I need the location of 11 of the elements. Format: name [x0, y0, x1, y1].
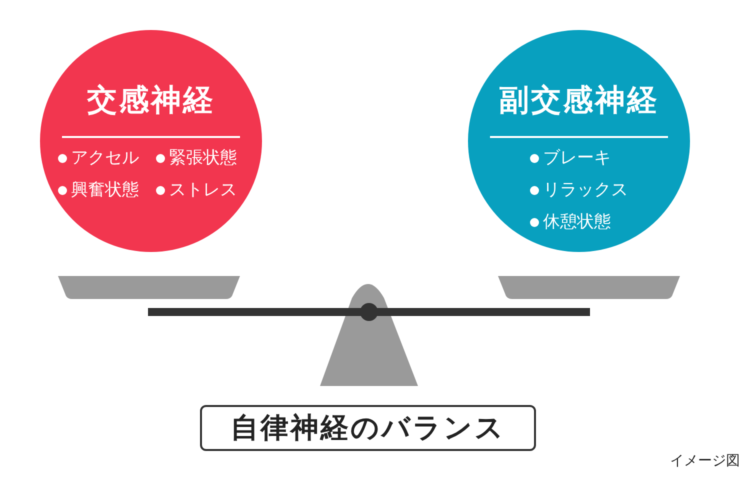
- bullet-text: アクセル: [71, 147, 139, 170]
- note-text: イメージ図: [670, 452, 740, 470]
- bullet-text: ブレーキ: [543, 147, 611, 170]
- bullet-text: ストレス: [169, 179, 237, 202]
- bullet-text: 緊張状態: [169, 147, 237, 170]
- bullet-text: 興奮状態: [71, 179, 139, 202]
- circle-heading: 副交感神経: [498, 82, 660, 120]
- circle-heading: 交感神経: [86, 82, 216, 120]
- title-box: 自律神経のバランス: [200, 405, 536, 451]
- bullet-text: リラックス: [543, 179, 628, 202]
- bullet-text: 休憩状態: [543, 211, 611, 234]
